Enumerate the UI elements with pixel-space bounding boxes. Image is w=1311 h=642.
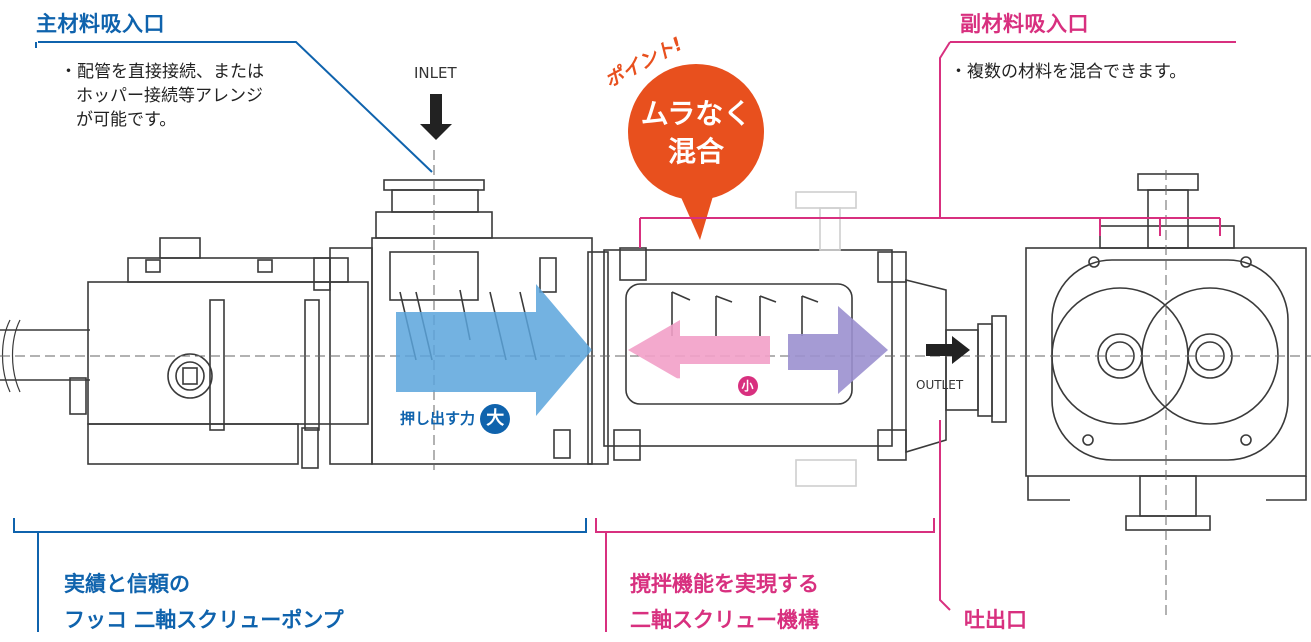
mech-title-2: 二軸スクリュー機構	[630, 608, 819, 632]
main-inlet-title: 主材料吸入口	[36, 12, 165, 36]
push-out-label: 押し出す力 大	[400, 404, 511, 434]
outlet-arrow	[926, 336, 970, 364]
inlet-arrow	[420, 94, 452, 140]
bubble-line-1: ムラなく	[640, 97, 752, 130]
outlet-label: OUTLET	[916, 378, 964, 392]
sub-inlet-note: ・複数の材料を混合できます。	[950, 62, 1187, 82]
pump-title-1: 実績と信頼の	[64, 572, 190, 596]
inlet-label: INLET	[414, 64, 457, 82]
main-inlet-note-2: ホッパー接続等アレンジ	[76, 86, 263, 106]
push-back-text: 押し戻す力	[668, 378, 734, 393]
center-lines	[0, 150, 1311, 620]
push-back-badge: 小	[737, 375, 758, 396]
outlet-title: 吐出口	[964, 608, 1027, 632]
sub-inlet-title: 副材料吸入口	[960, 12, 1089, 36]
push-back-arrow	[628, 320, 770, 380]
push-out-badge: 大	[480, 404, 511, 434]
main-inlet-note-1: ・配管を直接接続、または	[60, 62, 264, 82]
pump-title-2: フッコ 二軸スクリューポンプ	[64, 608, 344, 632]
push-back-label: 押し戻す力 小	[668, 374, 758, 396]
callout-lines	[13, 41, 1236, 632]
speech-bubble	[628, 64, 764, 240]
main-inlet-note-3: が可能です。	[76, 110, 177, 130]
push-out-arrow	[396, 284, 592, 416]
bubble-line-2: 混合	[667, 135, 724, 168]
mech-title-1: 撹拌機能を実現する	[630, 572, 819, 596]
push-out-text: 押し出す力	[400, 409, 476, 428]
purple-arrow	[788, 306, 888, 394]
